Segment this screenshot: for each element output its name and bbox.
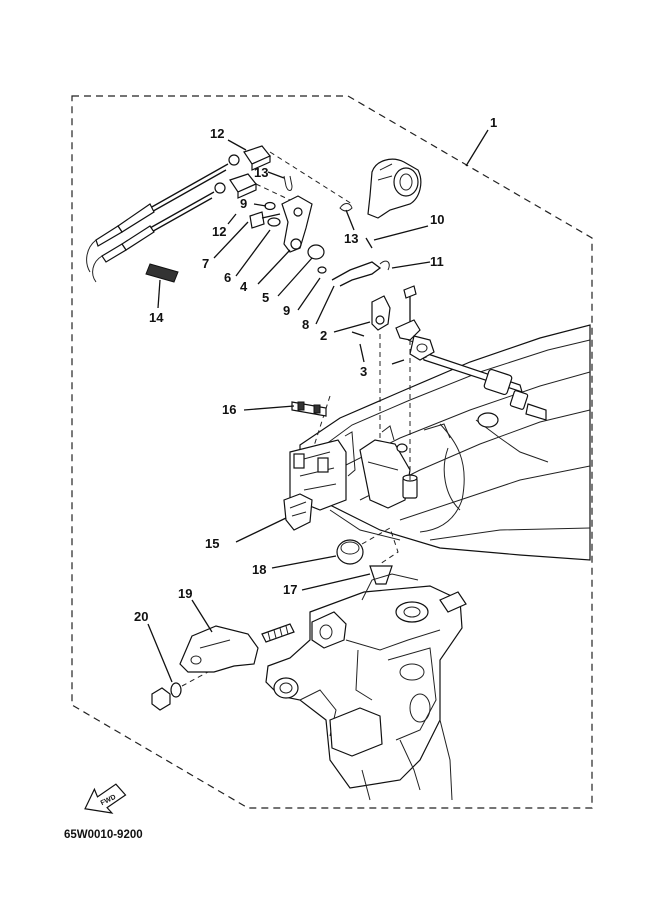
callout-16: 16 <box>222 402 236 417</box>
part-20-washer <box>170 682 182 698</box>
part-10-pin <box>365 237 373 249</box>
callout-9-upper: 9 <box>240 196 247 211</box>
callout-12-upper: 12 <box>210 126 224 141</box>
assembly-boundary <box>71 95 593 809</box>
part-5-collar <box>307 244 325 260</box>
part-4-throttle-lever <box>281 195 313 253</box>
callout-2: 2 <box>320 328 327 343</box>
callout-13-upper: 13 <box>254 165 268 180</box>
part-14-plate <box>145 263 179 283</box>
part-3-pin <box>351 331 365 337</box>
callout-8: 8 <box>302 317 309 332</box>
callout-7: 7 <box>202 256 209 271</box>
callout-10: 10 <box>430 212 444 227</box>
callout-1: 1 <box>490 115 497 130</box>
callout-3: 3 <box>360 364 367 379</box>
callout-11: 11 <box>430 254 444 269</box>
part-19-bracket <box>179 625 259 673</box>
callout-12-lower: 12 <box>212 224 226 239</box>
part-2-shift-lever <box>371 295 391 331</box>
callout-15: 15 <box>205 536 219 551</box>
part-9-washer-lower <box>317 266 327 274</box>
leader-lines <box>147 129 489 683</box>
stud-bolt <box>261 623 295 643</box>
part-8-link-rod <box>331 261 382 287</box>
drawing-code: 65W0010-9200 <box>64 829 143 841</box>
part-11-clip <box>379 260 390 271</box>
callout-20: 20 <box>134 609 148 624</box>
part-9-washer-upper <box>264 201 276 211</box>
part-15-grommet <box>283 493 313 531</box>
part-7-bolt <box>249 211 281 229</box>
shift-bolt-clamp <box>391 285 435 365</box>
callouts: 1 2 3 4 5 6 7 8 9 9 10 11 12 12 13 13 14… <box>134 115 497 624</box>
callout-4: 4 <box>240 279 248 294</box>
part-13-clip-lower <box>339 203 353 212</box>
nut <box>151 687 171 711</box>
control-cables <box>86 163 229 283</box>
part-12-cable-joint-upper <box>228 145 271 171</box>
callout-5: 5 <box>262 290 269 305</box>
part-18-plug <box>336 539 364 565</box>
callout-14: 14 <box>149 310 164 325</box>
callout-18: 18 <box>252 562 266 577</box>
fwd-arrow-icon: FWD <box>84 783 127 814</box>
part-12-cable-joint-lower <box>214 173 257 199</box>
part-6-washer <box>267 217 281 227</box>
callout-6: 6 <box>224 270 231 285</box>
part-17-seal <box>369 565 393 585</box>
callout-19: 19 <box>178 586 192 601</box>
callout-13-lower: 13 <box>344 231 358 246</box>
callout-17: 17 <box>283 582 297 597</box>
part-1-throttle-cam <box>367 158 422 219</box>
part-16-plate <box>291 401 327 417</box>
callout-9-lower: 9 <box>283 303 290 318</box>
part-13-clip-upper <box>283 175 293 191</box>
swivel-bracket <box>265 573 467 801</box>
